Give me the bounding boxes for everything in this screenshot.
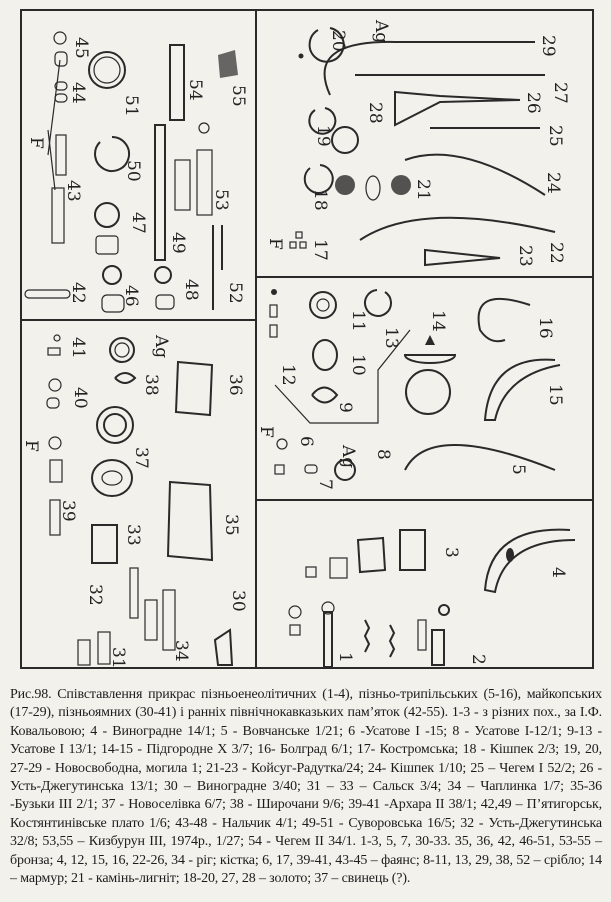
item-label: 29 [538,35,558,57]
item-label: 22 [546,242,566,264]
material-label-silver: Ag [151,334,171,358]
item-label: 40 [70,387,90,409]
item-label: 35 [221,514,241,536]
item-label: 15 [545,384,565,406]
item-label: 41 [68,337,88,359]
item-label: 44 [68,82,88,104]
item-label: 53 [211,189,231,211]
figure-plate: 45 44 51 43 50 47 42 46 48 49 53 54 55 5… [20,9,594,669]
material-label-faience: F [21,440,41,452]
panel-north-caucasus: 45 44 51 43 50 47 42 46 48 49 53 54 55 5… [24,31,248,313]
item-label: 5 [508,464,528,475]
item-label: 43 [63,180,83,202]
item-label: 31 [108,647,128,669]
item-label: 19 [313,125,333,147]
item-label: 1 [335,652,355,663]
item-label: 20 [328,30,348,52]
item-label: 45 [71,37,91,59]
item-label: 26 [523,92,543,114]
item-label: 18 [310,189,330,211]
item-label: 12 [278,364,298,386]
item-label: 16 [535,317,555,339]
item-label: 38 [141,374,161,396]
item-label: 34 [171,640,191,662]
item-label: 51 [121,95,141,117]
item-label: 37 [131,447,151,469]
item-label: 54 [185,79,205,101]
item-label: 7 [315,479,335,490]
panel-maikop: 20 Ag 29 27 28 26 19 25 18 21 24 17 23 2… [265,19,570,267]
material-label-faience: F [26,137,46,149]
panel-late-yamna: 41 Ag 38 36 40 F 37 39 33 35 32 30 34 31 [21,334,248,669]
item-label: 11 [348,310,368,332]
figure-caption: Рис.98. Співставлення прикрас пізньоенео… [10,687,602,887]
item-label: 3 [441,547,461,558]
item-label: 50 [123,160,143,182]
item-label: 25 [545,125,565,147]
item-label: 47 [128,212,148,234]
material-label-silver: Ag [338,444,358,468]
item-label: 33 [123,524,143,546]
item-label: 36 [225,374,245,396]
panel-late-eneolithic: 3 4 2 1 [288,528,576,668]
item-label: 8 [373,449,393,460]
item-label: 27 [550,82,570,104]
item-label: 28 [365,102,385,124]
item-label: 23 [515,245,535,267]
item-label: 39 [58,500,78,522]
item-label: 46 [121,285,141,307]
item-label: 9 [335,402,355,413]
item-label: 30 [228,590,248,612]
item-label: 2 [468,654,488,665]
item-label: 52 [225,282,245,304]
item-label: 49 [168,232,188,254]
item-label: 4 [548,567,568,578]
material-label-silver: Ag [371,19,391,43]
material-label-faience: F [256,426,276,438]
item-label: 6 [296,436,316,447]
item-label: 48 [181,279,201,301]
item-label: 24 [543,172,563,194]
item-label: 17 [310,239,330,261]
item-label: 14 [428,310,448,332]
panel-frames [20,9,594,669]
item-label: 10 [348,354,368,376]
panel-late-trypillia: 11 13 14 16 12 10 9 15 F 6 Ag 8 7 5 [256,289,565,490]
item-label: 42 [68,282,88,304]
item-label: 32 [85,584,105,606]
item-label: 13 [381,327,401,349]
item-label: 55 [228,85,248,107]
item-label: 21 [413,179,433,201]
material-label-faience: F [265,238,285,250]
